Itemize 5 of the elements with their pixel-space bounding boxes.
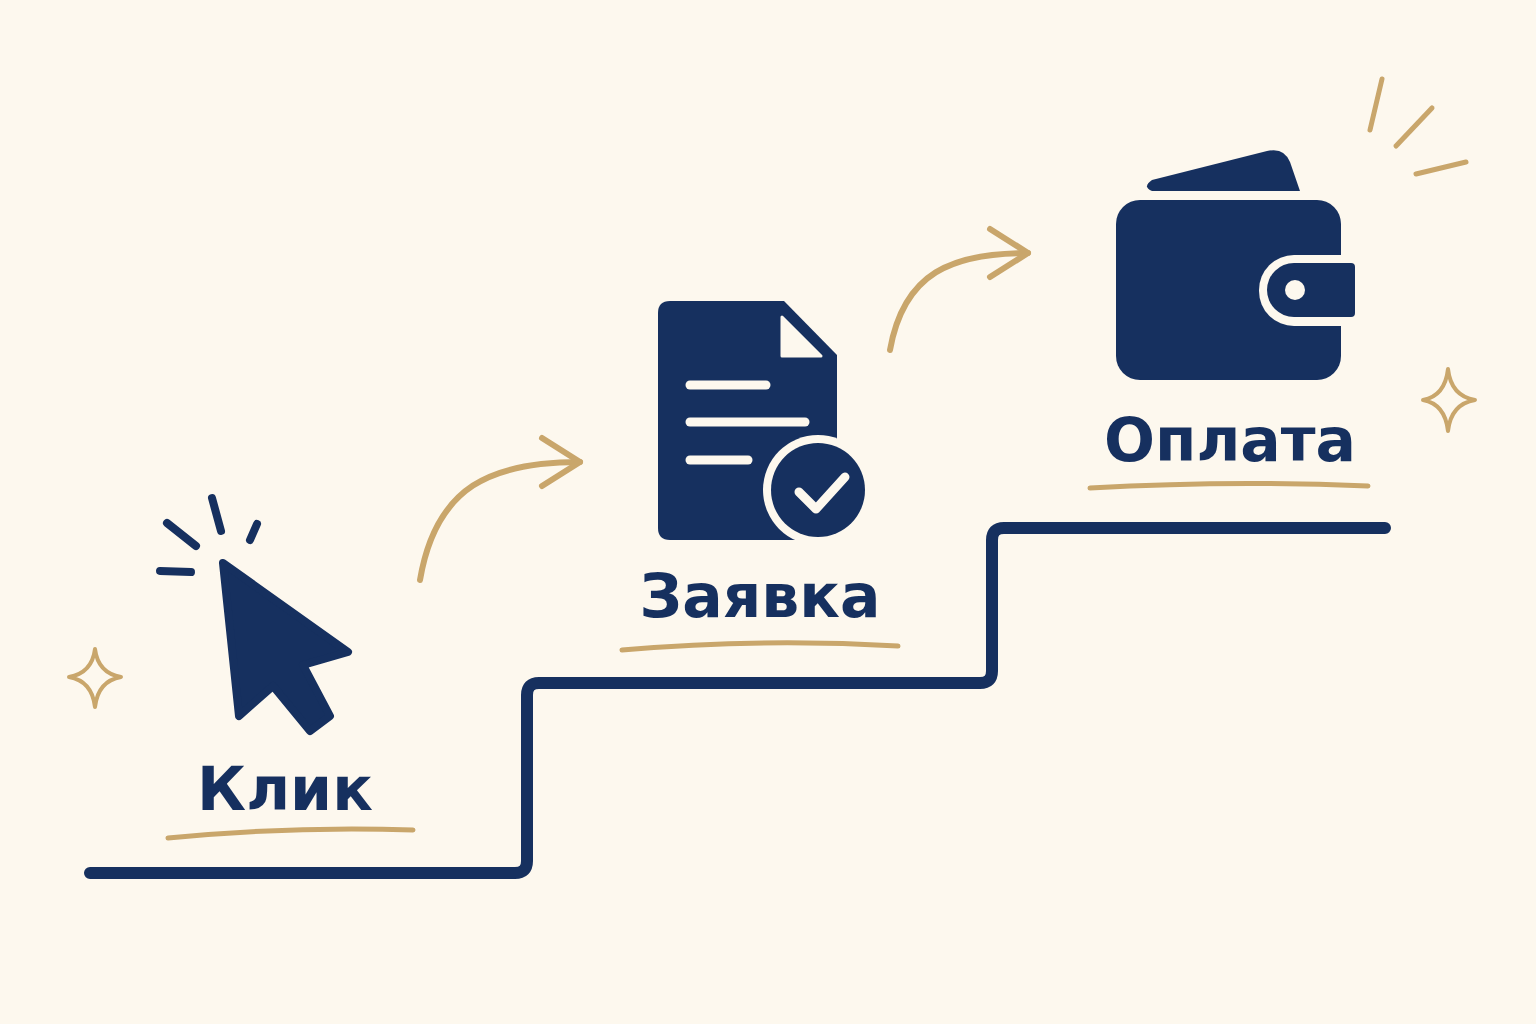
step-label: Клик [197,754,373,825]
step-label: Заявка [639,561,881,632]
step-label: Оплата [1103,405,1357,476]
arrow [417,435,583,583]
arrow [887,226,1031,353]
